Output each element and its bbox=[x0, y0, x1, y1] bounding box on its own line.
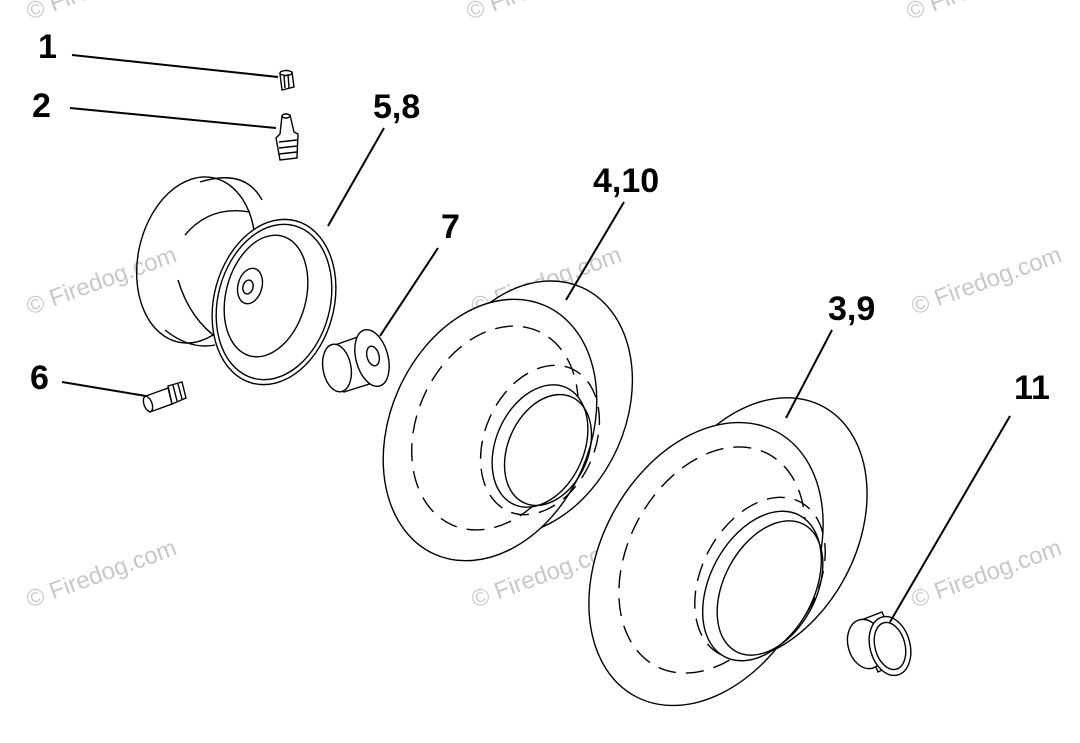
callout-3-9: 3,9 bbox=[828, 290, 875, 328]
grease-fitting-part bbox=[142, 381, 187, 413]
watermark: © Firedog.com bbox=[23, 534, 180, 613]
callout-1: 1 bbox=[38, 28, 57, 66]
leader-line-1 bbox=[71, 54, 279, 78]
valve-stem-part bbox=[275, 113, 299, 161]
watermark: © Firedog.com bbox=[23, 241, 180, 320]
callout-11: 11 bbox=[1014, 369, 1050, 407]
watermark: © Firedog.com bbox=[23, 0, 180, 26]
front-tire-part bbox=[382, 280, 634, 562]
callout-7: 7 bbox=[441, 208, 460, 246]
leader-line-7 bbox=[379, 247, 439, 337]
leader-lines bbox=[61, 54, 1011, 623]
leader-line-5-8 bbox=[327, 127, 385, 227]
callout-labels: 1 2 5,8 4,10 7 6 3,9 11 bbox=[30, 28, 1050, 407]
bushing-part bbox=[321, 328, 390, 393]
leader-line-3-9 bbox=[785, 329, 833, 419]
leader-line-11 bbox=[889, 415, 1011, 623]
watermark: © Firedog.com bbox=[908, 534, 1065, 613]
callout-2: 2 bbox=[32, 87, 51, 125]
watermark: © Firedog.com bbox=[908, 241, 1065, 320]
callout-5-8: 5,8 bbox=[373, 88, 420, 126]
rim-part bbox=[135, 176, 337, 386]
watermark: © Firedog.com bbox=[463, 0, 620, 26]
callout-4-10: 4,10 bbox=[593, 162, 659, 200]
leader-line-6 bbox=[61, 381, 147, 397]
hub-cap-part bbox=[846, 611, 912, 677]
rear-tire-part bbox=[588, 397, 868, 707]
callout-6: 6 bbox=[30, 359, 49, 397]
leader-line-2 bbox=[69, 107, 277, 129]
leader-line-4-10 bbox=[565, 201, 625, 301]
valve-cap-part bbox=[279, 69, 295, 91]
watermark: © Firedog.com bbox=[903, 0, 1060, 26]
